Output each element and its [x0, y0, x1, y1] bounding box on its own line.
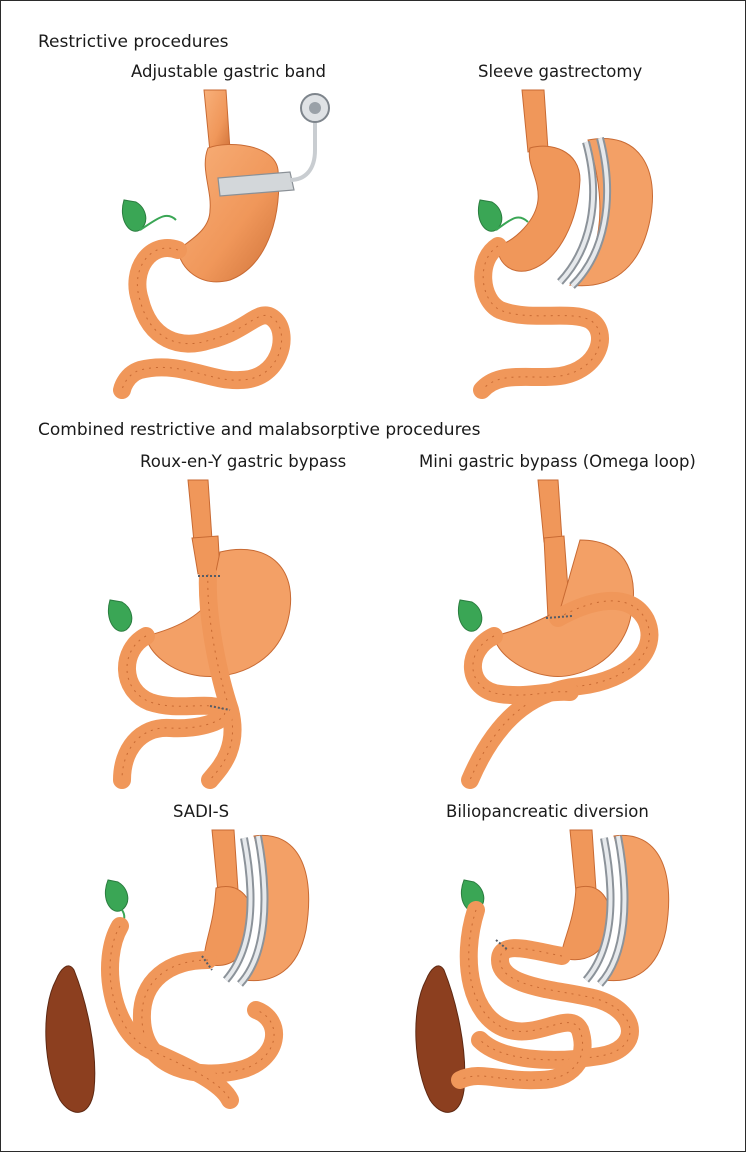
label-roux-en-y-gastric-bypass: Roux-en-Y gastric bypass — [140, 452, 347, 471]
illustration-mini-gastric-bypass — [458, 479, 659, 789]
illustration-adjustable-gastric-band — [113, 89, 330, 399]
label-sadi-s: SADI-S — [173, 802, 230, 821]
section-title-combined: Combined restrictive and malabsorptive p… — [38, 420, 481, 440]
illustration-sadi-s — [45, 829, 310, 1113]
label-adjustable-gastric-band: Adjustable gastric band — [131, 62, 326, 81]
illustration-biliopancreatic-diversion — [415, 829, 670, 1113]
label-mini-gastric-bypass: Mini gastric bypass (Omega loop) — [419, 452, 696, 471]
illustration-roux-en-y-gastric-bypass — [108, 479, 292, 789]
section-title-restrictive: Restrictive procedures — [38, 32, 229, 52]
label-sleeve-gastrectomy: Sleeve gastrectomy — [478, 62, 643, 81]
illustration-sleeve-gastrectomy — [473, 89, 653, 399]
label-biliopancreatic-diversion: Biliopancreatic diversion — [446, 802, 649, 821]
